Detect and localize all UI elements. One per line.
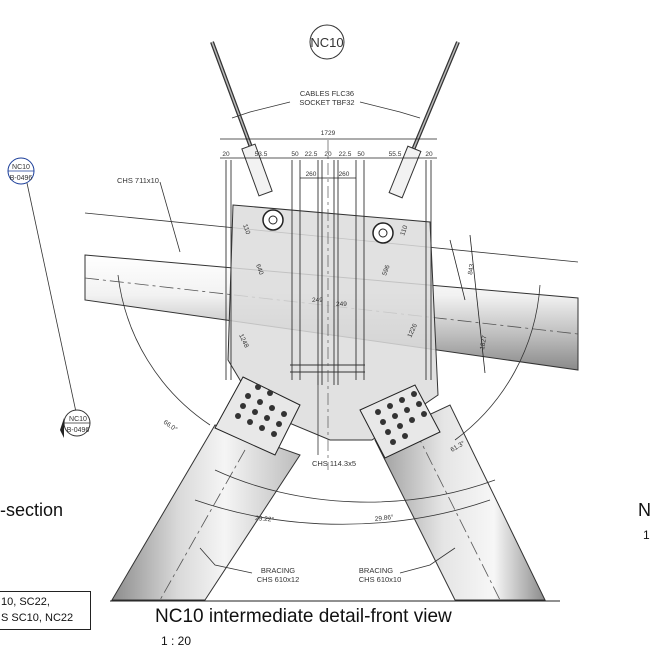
legend-line-1: 10, SC22, [1,596,50,608]
angle-660: 66.0° [162,418,179,434]
callout-2-bottom: B-0496 [67,427,90,434]
stiffener-lines [225,160,432,385]
label-bracing-right-2: CHS 610x10 [359,575,402,584]
angle-2986: 29.86° [374,513,394,523]
callout-2-top: NC10 [69,416,87,423]
dim-596: 596 [381,264,391,277]
callout-1-top: NC10 [12,164,30,171]
view-scale-right: 1 [643,528,650,542]
dim-225b: 22.5 [339,151,352,158]
dim-555: 55.5 [389,151,402,158]
dim-535: 53.5 [255,151,268,158]
dim-20c: 20 [425,151,433,158]
callout-2[interactable]: NC10 B-0496 [60,409,91,438]
left-cable [210,41,284,231]
label-chs-small: CHS 114.3x5 [312,459,356,468]
right-cable [372,41,460,244]
callout-1-bottom: B-0496 [10,175,33,182]
dim-110b: 110 [399,224,409,236]
view-letter-right: N [638,500,651,520]
label-bracing-right-1: BRACING [359,566,393,575]
node-tag-text: NC10 [310,35,343,50]
label-cables: CABLES FLC36 [300,89,354,98]
label-chs-main: CHS 711x10 [117,176,159,185]
view-title: NC10 intermediate detail-front view [155,606,452,627]
dim-50a: 50 [291,151,299,158]
dim-249b: 249 [336,301,347,308]
leader-lines [159,101,456,574]
right-bolt-plate [359,384,441,459]
legend-box: 10, SC22, S SC10, NC22 [0,591,91,630]
dim-249a: 249 [312,297,323,304]
node-tag[interactable]: NC10 [309,24,345,60]
label-bracing-left-2: CHS 610x12 [257,575,300,584]
dim-1827: 1827 [479,335,488,351]
angle-2922: 29.22° [255,514,275,524]
dim-640: 640 [254,263,264,276]
dim-260a: 260 [306,171,317,178]
dim-20a: 20 [222,151,230,158]
legend-line-2: S SC10, NC22 [1,612,74,624]
section-label-left: -section [0,500,64,520]
dim-260b: 260 [339,171,350,178]
dim-110a: 110 [241,223,251,235]
view-scale: 1 : 20 [161,634,192,648]
dim-20b: 20 [324,151,332,158]
dim-225a: 22.5 [305,151,318,158]
dim-overall: 1729 [321,130,336,137]
dim-50b: 50 [357,151,365,158]
label-bracing-left-1: BRACING [261,566,295,575]
label-socket: SOCKET TBF32 [299,98,354,107]
left-bolt-plate [214,376,301,456]
callout-1[interactable]: NC10 B-0496 [7,157,35,185]
dim-843: 843 [467,263,476,275]
